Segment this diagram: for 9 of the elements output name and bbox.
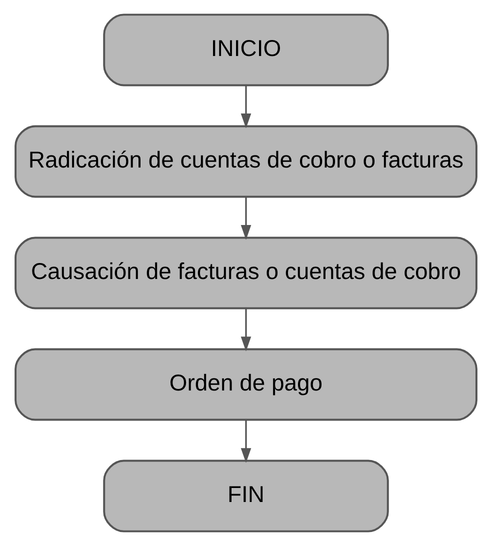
arrow — [240, 420, 251, 463]
arrow — [240, 308, 251, 352]
node-box: Causación de facturas o cuentas de cobro — [14, 236, 477, 310]
node-box: INICIO — [102, 14, 388, 86]
node-box: FIN — [102, 460, 388, 532]
node-box: Radicación de cuentas de cobro o facturas — [14, 125, 477, 198]
node-box: Orden de pago — [14, 348, 477, 421]
arrow — [240, 85, 251, 128]
arrow — [240, 196, 251, 240]
